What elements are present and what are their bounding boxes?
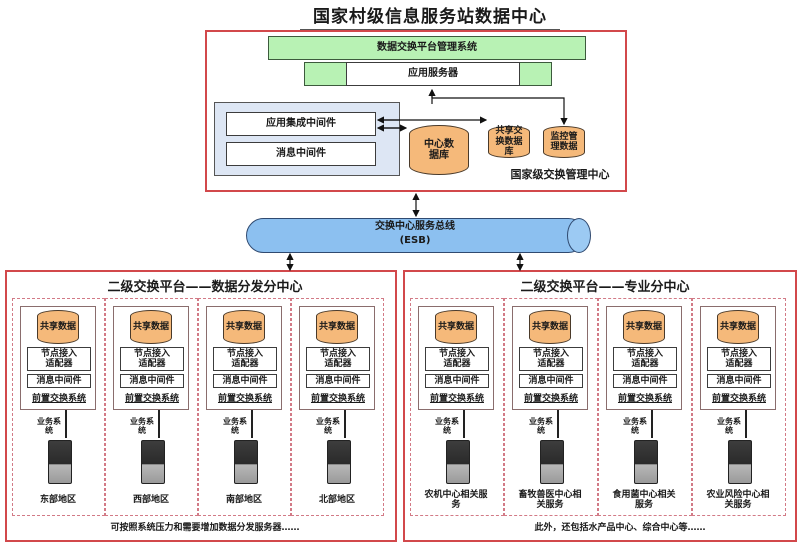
message-middleware-box: 消息中间件 — [27, 374, 91, 388]
monitor-database: 监控管理数据 — [543, 126, 585, 158]
link-line — [463, 410, 465, 438]
region-label: 北部地区 — [318, 494, 355, 505]
central-database: 中心数据库 — [409, 125, 469, 175]
region-label: 南部地区 — [225, 494, 262, 505]
front-exchange-label: 前置交换系统 — [429, 393, 484, 404]
front-exchange-label: 前置交换系统 — [523, 393, 578, 404]
right-platform-footer: 此外，还包括水产品中心、综合中心等…… — [534, 522, 706, 533]
node-adapter-box: 节点接入适配器 — [27, 347, 91, 371]
message-middleware-box: 消息中间件 — [425, 374, 489, 388]
server-icon — [446, 440, 470, 484]
node-column — [105, 298, 198, 516]
front-exchange-label: 前置交换系统 — [310, 393, 365, 404]
message-middleware-box: 消息中间件 — [519, 374, 583, 388]
business-system-label: 业务系统 — [623, 416, 647, 435]
shared-data-cylinder: 共享数据 — [223, 310, 265, 344]
shared-data-cylinder: 共享数据 — [529, 310, 571, 344]
app-server-box: 应用服务器 — [346, 62, 520, 86]
shared-data-cylinder: 共享数据 — [435, 310, 477, 344]
shared-data-cylinder: 共享数据 — [130, 310, 172, 344]
region-label: 畜牧兽医中心相关服务 — [518, 489, 582, 510]
shared-data-cylinder: 共享数据 — [37, 310, 79, 344]
esb-label-line2: (ESB) — [399, 235, 431, 247]
front-exchange-label: 前置交换系统 — [217, 393, 272, 404]
node-adapter-box: 节点接入适配器 — [425, 347, 489, 371]
left-platform-title: 二级交换平台——数据分发分中心 — [107, 279, 303, 295]
front-exchange-label: 前置交换系统 — [31, 393, 86, 404]
node-column — [598, 298, 692, 516]
server-icon — [141, 440, 165, 484]
shared-data-cylinder: 共享数据 — [316, 310, 358, 344]
shared-exchange-database: 共享交换数据库 — [488, 126, 530, 158]
server-icon — [234, 440, 258, 484]
node-adapter-box: 节点接入适配器 — [213, 347, 277, 371]
link-line — [745, 410, 747, 438]
region-label: 东部地区 — [39, 494, 76, 505]
left-platform-footer: 可按照系统压力和需要增加数据分发服务器…… — [110, 522, 300, 533]
node-column — [692, 298, 786, 516]
node-column — [410, 298, 504, 516]
server-icon — [327, 440, 351, 484]
business-system-label: 业务系统 — [130, 416, 154, 435]
front-exchange-label: 前置交换系统 — [124, 393, 179, 404]
server-icon — [48, 440, 72, 484]
region-label: 食用菌中心相关服务 — [612, 489, 676, 510]
server-icon — [634, 440, 658, 484]
front-exchange-label: 前置交换系统 — [617, 393, 672, 404]
business-system-label: 业务系统 — [435, 416, 459, 435]
server-icon — [728, 440, 752, 484]
node-adapter-box: 节点接入适配器 — [613, 347, 677, 371]
link-line — [158, 410, 160, 438]
node-adapter-box: 节点接入适配器 — [707, 347, 771, 371]
link-line — [251, 410, 253, 438]
arrow-appserver-monitor — [431, 92, 564, 124]
link-line — [557, 410, 559, 438]
node-adapter-box: 节点接入适配器 — [519, 347, 583, 371]
message-middleware-box: 消息中间件 — [213, 374, 277, 388]
server-icon — [540, 440, 564, 484]
link-line — [344, 410, 346, 438]
esb-bus-end — [567, 218, 591, 253]
esb-bus — [246, 218, 586, 253]
message-middleware: 消息中间件 — [226, 142, 376, 166]
node-column — [198, 298, 291, 516]
region-label: 农业风险中心相关服务 — [706, 489, 770, 510]
shared-data-cylinder: 共享数据 — [623, 310, 665, 344]
region-label: 农机中心相关服务 — [424, 489, 488, 510]
region-label: 西部地区 — [132, 494, 169, 505]
message-middleware-box: 消息中间件 — [120, 374, 184, 388]
shared-data-cylinder: 共享数据 — [717, 310, 759, 344]
node-adapter-box: 节点接入适配器 — [306, 347, 370, 371]
front-exchange-label: 前置交换系统 — [711, 393, 766, 404]
node-column — [12, 298, 105, 516]
esb-label-line1: 交换中心服务总线 — [375, 221, 455, 233]
national-center-label: 国家级交换管理中心 — [510, 167, 610, 181]
link-line — [651, 410, 653, 438]
link-line — [65, 410, 67, 438]
node-column — [291, 298, 384, 516]
business-system-label: 业务系统 — [223, 416, 247, 435]
node-adapter-box: 节点接入适配器 — [120, 347, 184, 371]
business-system-label: 业务系统 — [529, 416, 553, 435]
business-system-label: 业务系统 — [37, 416, 61, 435]
message-middleware-box: 消息中间件 — [613, 374, 677, 388]
business-system-label: 业务系统 — [316, 416, 340, 435]
business-system-label: 业务系统 — [717, 416, 741, 435]
mgmt-system-box: 数据交换平台管理系统 — [268, 36, 586, 60]
message-middleware-box: 消息中间件 — [707, 374, 771, 388]
right-platform-title: 二级交换平台——专业分中心 — [520, 279, 690, 295]
message-middleware-box: 消息中间件 — [306, 374, 370, 388]
app-integration-middleware: 应用集成中间件 — [226, 112, 376, 136]
node-column — [504, 298, 598, 516]
